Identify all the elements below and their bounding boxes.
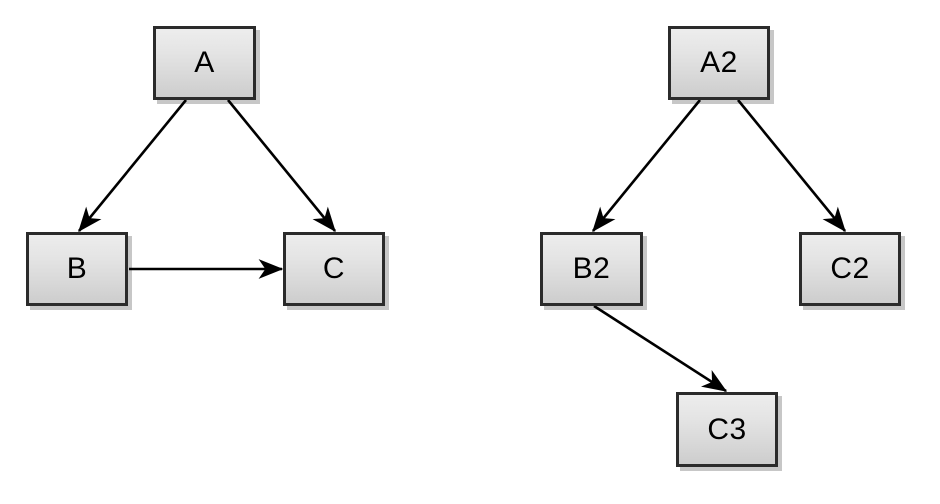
- node-label-c: C: [322, 252, 346, 285]
- node-label-c3: C3: [707, 412, 747, 446]
- edge-a2-to-c2[interactable]: [736, 99, 847, 233]
- node-c2[interactable]: C2: [799, 232, 901, 306]
- node-label-a2: A2: [700, 46, 738, 79]
- node-c3[interactable]: C3: [676, 392, 778, 467]
- node-a2[interactable]: A2: [668, 26, 770, 100]
- node-label-b: B: [66, 252, 88, 285]
- node-label-a: A: [194, 46, 215, 79]
- node-b[interactable]: B: [26, 232, 128, 306]
- node-c[interactable]: C: [283, 232, 385, 306]
- node-label-b2: B2: [572, 252, 611, 285]
- node-b2[interactable]: B2: [540, 232, 643, 306]
- edges-group: [77, 99, 847, 393]
- node-label-c2: C2: [830, 252, 870, 285]
- node-a[interactable]: A: [153, 26, 256, 100]
- edge-b2-to-c3[interactable]: [593, 304, 728, 393]
- edge-a2-to-b2[interactable]: [591, 99, 702, 233]
- edge-a-to-b[interactable]: [77, 99, 188, 233]
- edge-a-to-c[interactable]: [226, 99, 337, 233]
